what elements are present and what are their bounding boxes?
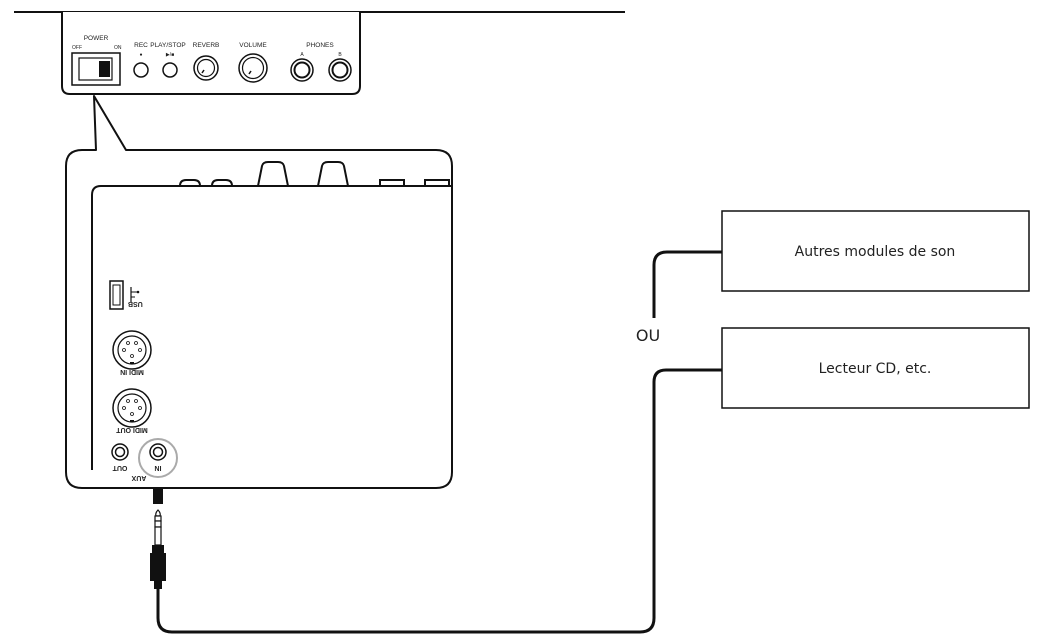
play-stop-label: PLAY/STOP	[150, 42, 186, 49]
midi-out-label: MIDI OUT	[116, 426, 148, 433]
play-stop-button[interactable]	[162, 62, 178, 78]
phones-a-jack[interactable]	[290, 58, 314, 82]
or-label: OU	[636, 326, 660, 345]
aux-out-label: OUT	[112, 464, 128, 471]
volume-label: VOLUME	[239, 42, 267, 49]
power-off-label: OFF	[72, 45, 82, 51]
sound-modules-box: Autres modules de son	[721, 210, 1030, 292]
usb-label: USB	[128, 300, 143, 307]
aux-out-jack[interactable]	[111, 443, 129, 461]
reverb-knob[interactable]	[193, 55, 219, 81]
usb-port[interactable]	[109, 280, 124, 310]
midi-out-port[interactable]	[112, 388, 152, 428]
rec-label: REC	[134, 42, 148, 49]
phones-a-label: A	[300, 52, 304, 58]
front-panel: POWER OFF ON REC PLAY/STOP ● ▶/■ REVERB …	[61, 12, 361, 95]
insert-arrow	[153, 488, 163, 504]
rear-panel-callout: USB MIDI IN MIDI OUT	[65, 95, 453, 489]
aux-label: AUX	[131, 474, 146, 481]
phones-label: PHONES	[306, 42, 334, 49]
volume-knob[interactable]	[238, 53, 268, 83]
reverb-label: REVERB	[193, 42, 220, 49]
power-label: POWER	[84, 35, 109, 42]
branch-cable	[652, 250, 722, 318]
midi-in-port[interactable]	[112, 330, 152, 370]
rec-button[interactable]	[133, 62, 149, 78]
usb-icon	[130, 287, 140, 302]
main-cable	[156, 368, 722, 634]
power-switch[interactable]	[71, 52, 121, 86]
rec-icon: ●	[139, 52, 142, 58]
phones-b-jack[interactable]	[328, 58, 352, 82]
aux-in-highlight-ring	[138, 438, 178, 478]
cd-player-box: Lecteur CD, etc.	[721, 327, 1030, 409]
power-on-label: ON	[114, 45, 122, 51]
sound-modules-label: Autres modules de son	[795, 244, 956, 260]
play-stop-icon: ▶/■	[166, 52, 174, 58]
aux-in-jack[interactable]	[149, 443, 167, 461]
cd-player-label: Lecteur CD, etc.	[819, 361, 932, 377]
midi-in-label: MIDI IN	[120, 368, 144, 375]
aux-in-label: IN	[155, 464, 162, 471]
jack-plug-icon	[150, 509, 166, 589]
phones-b-label: B	[338, 52, 342, 58]
